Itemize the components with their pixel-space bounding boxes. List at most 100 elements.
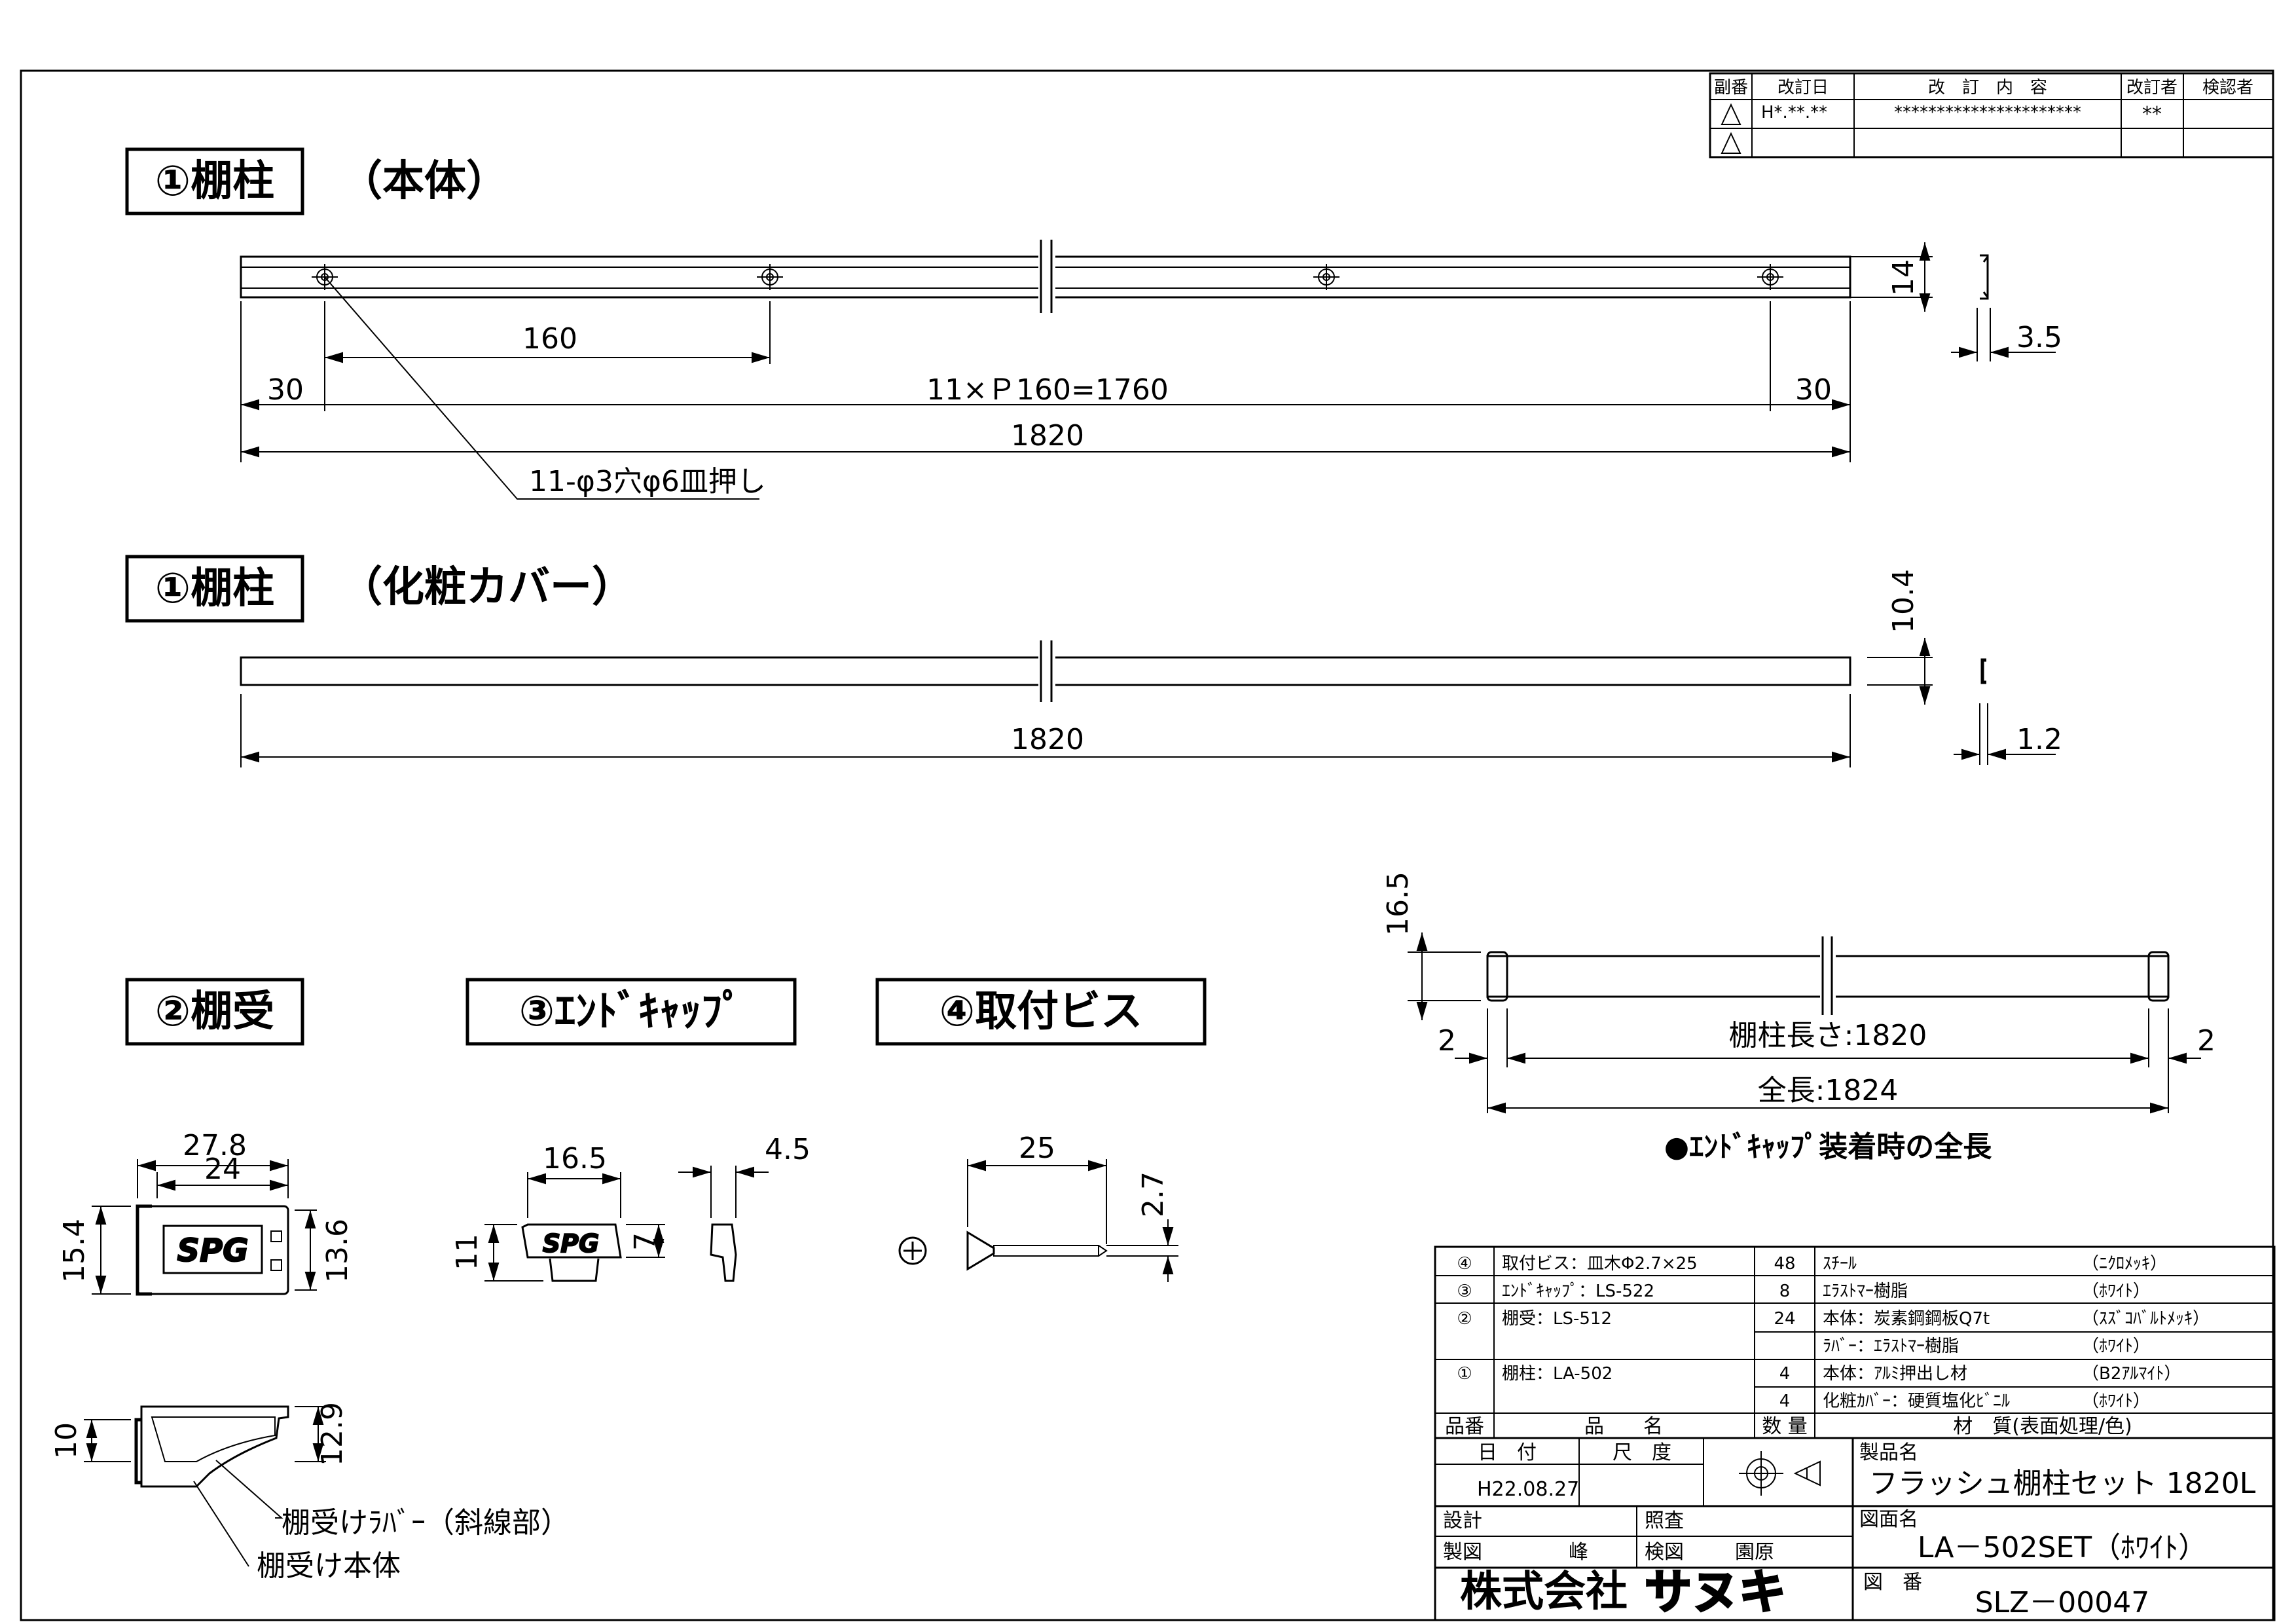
dim-left30: 30 <box>267 373 304 407</box>
tb-number-label: 図 番 <box>1863 1571 1922 1594</box>
rev-reviser: ** <box>2142 103 2162 126</box>
projection-symbol-icon <box>1739 1451 1821 1496</box>
parts-cell-material: ｴﾗｽﾄﾏｰ樹脂 <box>1823 1282 1908 1301</box>
tb-scale-label: 尺 度 <box>1613 1441 1671 1464</box>
dim-asm-len: 棚柱長さ:1820 <box>1729 1019 1927 1052</box>
section-label-box <box>125 978 304 1046</box>
section-subtitle-cover: （化粧カバー） <box>340 563 634 612</box>
parts-cell-name: 取付ビス：皿木Φ2.7×25 <box>1502 1254 1698 1274</box>
tb-drawing-name: LA－502SET（ﾎﾜｲﾄ） <box>1918 1531 2207 1564</box>
dim-br-h2: 13.6 <box>321 1219 354 1283</box>
tb-inspect-label: 検図 <box>1645 1541 1684 1564</box>
rev-header-date: 改訂日 <box>1777 78 1829 98</box>
rev-header-content: 改 訂 内 容 <box>1928 78 2047 98</box>
section-title-screw: ④取付ビス <box>939 987 1142 1036</box>
dim-w12: 1.2 <box>2016 723 2062 756</box>
tb-product-label: 製品名 <box>1859 1441 1918 1464</box>
parts-cell-finish: （ﾎﾜｲﾄ） <box>2082 1337 2150 1356</box>
rev-header-no: 副番 <box>1714 78 1748 98</box>
tb-date-label: 日 付 <box>1478 1441 1537 1464</box>
tb-check-label: 照査 <box>1645 1509 1684 1532</box>
phillips-head-icon <box>898 1236 927 1265</box>
dim-ec-w: 16.5 <box>543 1142 607 1175</box>
title-block <box>1434 1437 2276 1621</box>
bracket-rubber-label: 棚受けﾗﾊﾞｰ（斜線部） <box>282 1506 570 1540</box>
revision-table: 副番 改訂日 改 訂 内 容 改訂者 検認者 H*.**.** ********… <box>1709 72 2274 158</box>
bracket-side-view <box>84 1405 326 1567</box>
parts-cell-no: ① <box>1457 1364 1472 1384</box>
dim-sc-d: 2.7 <box>1137 1172 1170 1217</box>
revision-triangle-icon <box>1721 132 1741 154</box>
tb-drafter-label: 製図 <box>1443 1541 1482 1564</box>
dim-total: 1820 <box>1011 419 1084 452</box>
section-title-endcap: ③ｴﾝﾄﾞｷｬｯﾌﾟ <box>519 987 743 1036</box>
dim-br-w1: 27.8 <box>183 1129 247 1162</box>
parts-cell-qty: 8 <box>1779 1282 1791 1301</box>
assembly-view <box>1408 932 2201 1114</box>
endcap-view: SPG <box>484 1166 769 1282</box>
revision-triangle-icon <box>1721 103 1741 125</box>
parts-row: ﾗﾊﾞｰ：ｴﾗｽﾄﾏｰ樹脂 （ﾎﾜｲﾄ） <box>1823 1337 2150 1356</box>
dim-br-h3: 10 <box>50 1422 83 1459</box>
parts-cell-no: ③ <box>1457 1282 1472 1301</box>
parts-cell-finish: （ﾆｸﾛﾒｯｷ） <box>2082 1254 2167 1274</box>
parts-cell-no: ④ <box>1457 1254 1472 1274</box>
parts-cell-material: ｽﾁｰﾙ <box>1823 1254 1857 1274</box>
dim-br-h4: 12.9 <box>316 1402 349 1466</box>
parts-cell-name: 棚受：LS-512 <box>1502 1309 1612 1329</box>
dim-ec-h2: 7 <box>629 1232 662 1251</box>
section-subtitle-body: （本体） <box>340 157 508 206</box>
parts-cell-qty: 4 <box>1779 1392 1791 1411</box>
asm-caption: ●ｴﾝﾄﾞｷｬｯﾌﾟ装着時の全長 <box>1664 1130 1992 1164</box>
tb-inspector: 園原 <box>1735 1541 1774 1564</box>
section-label-box <box>125 555 304 623</box>
mounting-hole-icon <box>1313 264 1339 290</box>
dim-pitch: 160 <box>522 322 577 356</box>
parts-list <box>1434 1246 2276 1439</box>
hole-leader <box>324 276 759 500</box>
parts-header-name: 品 名 <box>1584 1415 1663 1438</box>
parts-cell-material: ﾗﾊﾞｰ：ｴﾗｽﾄﾏｰ樹脂 <box>1823 1337 1959 1356</box>
tb-company-logo: サヌキ <box>1645 1564 1786 1619</box>
parts-cell-material: 本体：ｱﾙﾐ押出し材 <box>1823 1364 1967 1384</box>
hole-note: 11-φ3穴φ6皿押し <box>529 465 766 498</box>
dim-br-w2: 24 <box>204 1153 241 1186</box>
endcap-logo: SPG <box>543 1229 599 1258</box>
parts-cell-material: 本体：炭素鋼鋼板Q7t <box>1823 1309 1990 1329</box>
section-title-bracket: ②棚受 <box>155 987 274 1036</box>
dim-asm-left: 2 <box>1438 1024 1456 1058</box>
dim-ec-t: 4.5 <box>765 1133 811 1166</box>
dim-asm-h: 16.5 <box>1381 872 1415 936</box>
tb-drawing-name-label: 図面名 <box>1859 1508 1918 1531</box>
parts-cell-name: 棚柱：LA-502 <box>1502 1364 1613 1384</box>
section-title-body: ①棚柱 <box>155 157 274 206</box>
dim-asm-right: 2 <box>2197 1024 2215 1058</box>
cover-view <box>240 638 2056 767</box>
rev-date: H*.**.** <box>1761 103 1827 122</box>
dim-sc-len: 25 <box>1019 1132 1055 1165</box>
mounting-hole-icon <box>1757 264 1783 290</box>
dim-w35: 3.5 <box>2016 321 2062 354</box>
dim-h104: 10.4 <box>1887 569 1920 633</box>
section-label-box <box>875 978 1207 1046</box>
parts-cell-no: ② <box>1457 1309 1472 1329</box>
post-body-view <box>240 240 1851 313</box>
parts-header-material: 材 質(表面処理/色) <box>1953 1415 2132 1438</box>
tb-drafter: 峰 <box>1569 1541 1588 1564</box>
parts-cell-finish: （B2ｱﾙﾏｲﾄ） <box>2082 1364 2181 1384</box>
bracket-front-view: SPG <box>92 1159 317 1296</box>
section-label-box <box>465 978 797 1046</box>
rev-header-checker: 検認者 <box>2202 78 2253 98</box>
bracket-logo: SPG <box>177 1232 248 1269</box>
section-title-cover: ①棚柱 <box>155 564 274 613</box>
parts-cell-qty: 24 <box>1774 1309 1795 1329</box>
post-profile <box>1209 242 2056 361</box>
parts-header-qty: 数 量 <box>1762 1415 1808 1438</box>
parts-header-no: 品番 <box>1445 1415 1484 1438</box>
rev-content: ********************** <box>1894 103 2081 122</box>
tb-date: H22.08.27 <box>1477 1478 1579 1501</box>
